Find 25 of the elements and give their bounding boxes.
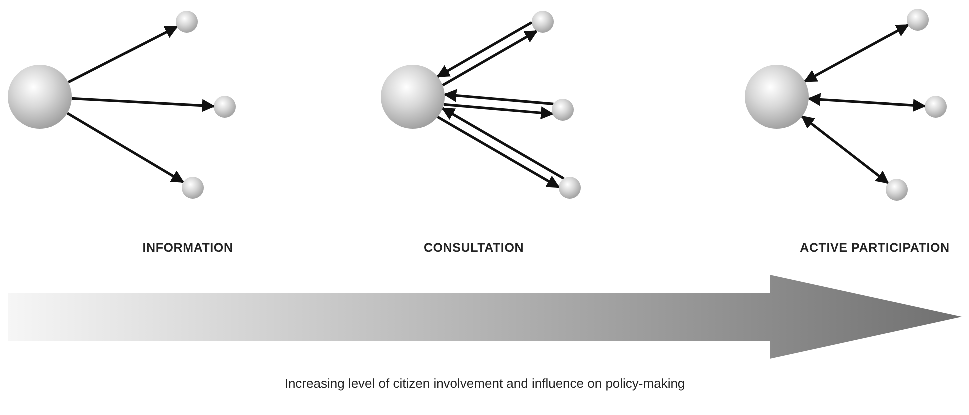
arrow <box>68 26 178 84</box>
arrow <box>801 116 890 184</box>
sphere <box>532 11 554 33</box>
arrow <box>442 107 565 180</box>
sphere <box>182 177 204 199</box>
sphere <box>559 177 581 199</box>
sphere <box>886 179 908 201</box>
arrow <box>72 97 216 112</box>
sphere <box>552 99 574 121</box>
arrow <box>444 103 554 120</box>
stage-label: CONSULTATION <box>424 241 524 255</box>
stage-label: ACTIVE PARTICIPATION <box>800 241 950 255</box>
arrow <box>804 24 910 83</box>
sphere <box>925 96 947 118</box>
sphere <box>176 11 198 33</box>
caption-text: Increasing level of citizen involvement and influence on policy-making <box>284 376 686 391</box>
arrow <box>444 89 554 106</box>
arrow <box>66 112 185 184</box>
arrow <box>808 93 926 112</box>
stage-label: INFORMATION <box>142 241 234 255</box>
arrow <box>437 116 560 189</box>
arrow <box>442 30 538 87</box>
sphere <box>907 9 929 31</box>
sphere <box>214 96 236 118</box>
arrow <box>436 21 533 78</box>
